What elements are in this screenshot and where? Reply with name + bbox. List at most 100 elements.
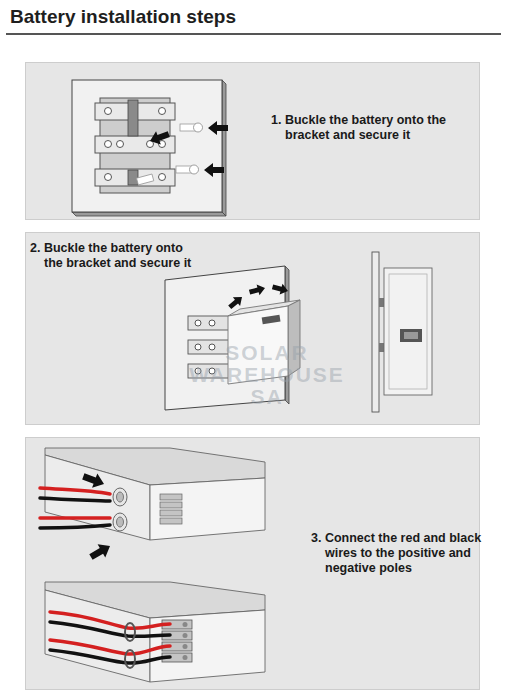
- motion-arrow: [248, 283, 266, 298]
- cable-wire: [50, 640, 170, 654]
- terminal-strip: [160, 494, 182, 500]
- terminal-block: [162, 620, 192, 662]
- side-view: [379, 343, 385, 352]
- terminal-block: [162, 642, 192, 651]
- terminal-strip: [160, 518, 182, 524]
- mounting-bracket: [159, 108, 166, 115]
- mounting-bracket: [105, 174, 112, 181]
- terminal-block: [162, 620, 192, 629]
- mounting-bracket: [128, 100, 138, 136]
- battery-corner: [150, 478, 265, 540]
- cable-grommet: [113, 488, 127, 531]
- mounting-bracket: [195, 344, 201, 350]
- cable-grommet: [113, 488, 127, 506]
- terminal-block: [183, 644, 188, 649]
- direction-arrow: [148, 128, 172, 148]
- mounting-bracket: [128, 170, 138, 185]
- direction-arrow: [87, 539, 114, 563]
- motion-arrow: [226, 293, 245, 312]
- terminal-block: [183, 655, 188, 660]
- battery-corner: [45, 582, 265, 618]
- terminal-strip: [160, 494, 182, 524]
- mounting-bracket: [195, 320, 201, 326]
- battery-box: [262, 315, 281, 325]
- mounting-bracket: [100, 98, 170, 193]
- step-instruction: 1. Buckle the battery onto the bracket a…: [271, 113, 455, 143]
- cable-grommet: [117, 492, 124, 502]
- step-panel: 1. Buckle the battery onto the bracket a…: [25, 62, 480, 220]
- motion-arrow: [226, 281, 289, 311]
- direction-arrow: [148, 121, 228, 177]
- terminal-block: [183, 633, 188, 638]
- page-title: Battery installation steps: [10, 6, 236, 28]
- cable-wire: [40, 525, 110, 528]
- side-view: [404, 332, 418, 339]
- mounting-bracket: [95, 136, 175, 153]
- wall-plate: [72, 80, 222, 212]
- wall-plate: [72, 80, 226, 216]
- mounting-bracket: [188, 316, 230, 330]
- side-view: [400, 329, 422, 342]
- mounting-bracket: [209, 344, 215, 350]
- cable-grommet: [113, 513, 127, 531]
- battery-corner: [45, 448, 265, 485]
- cable-wire: [50, 650, 170, 663]
- side-view: [372, 252, 379, 412]
- direction-arrow: [81, 469, 114, 563]
- mounting-bracket: [159, 174, 166, 181]
- terminal-block: [183, 622, 188, 627]
- cable-wire: [50, 622, 170, 636]
- cable-grommet: [125, 623, 135, 668]
- battery-corner: [45, 455, 150, 540]
- terminal-block: [162, 631, 192, 640]
- cable-wire: [50, 612, 170, 663]
- battery-box: [228, 300, 300, 316]
- cable-wire: [40, 488, 110, 494]
- mounting-bracket: [159, 141, 166, 148]
- motion-arrow: [271, 281, 289, 296]
- mounting-bracket: [117, 141, 124, 148]
- wall-plate: [72, 212, 226, 216]
- side-view: [384, 268, 432, 395]
- cable-wire: [50, 612, 170, 628]
- direction-arrow: [208, 121, 228, 135]
- step-instruction: 2. Buckle the battery onto the bracket a…: [30, 241, 194, 271]
- step-instruction: 3. Connect the red and black wires to th…: [311, 531, 485, 576]
- mounting-bracket: [209, 320, 215, 326]
- cable-wire: [40, 516, 110, 520]
- cable-grommet: [125, 623, 135, 641]
- watermark: SOLAR WAREHOUSE SA: [172, 342, 362, 408]
- step-panel: 3. Connect the red and black wires to th…: [25, 437, 480, 690]
- cable-grommet: [125, 650, 135, 668]
- screw: [136, 123, 202, 185]
- mounting-bracket: [147, 141, 154, 148]
- mounting-bracket: [95, 103, 175, 120]
- screw: [176, 166, 192, 173]
- mounting-bracket: [188, 340, 230, 354]
- terminal-strip: [160, 502, 182, 508]
- direction-arrow: [81, 469, 107, 491]
- battery-corner: [150, 610, 265, 682]
- title-rule: [6, 33, 501, 35]
- mounting-bracket: [105, 108, 112, 115]
- mounting-bracket: [95, 169, 175, 186]
- terminal-block: [162, 653, 192, 662]
- terminal-strip: [160, 510, 182, 516]
- battery-corner: [45, 582, 265, 682]
- side-view: [389, 274, 427, 389]
- wall-plate: [222, 80, 226, 216]
- battery-corner: [45, 448, 265, 540]
- cable-grommet: [117, 517, 124, 527]
- mounting-bracket: [105, 141, 112, 148]
- screw: [180, 124, 196, 131]
- mounting-bracket: [95, 98, 175, 193]
- battery-corner: [45, 590, 150, 682]
- side-view: [379, 298, 385, 307]
- screw: [190, 165, 199, 174]
- side-view: [372, 252, 432, 412]
- screw: [194, 123, 203, 132]
- direction-arrow: [204, 163, 224, 177]
- cable-wire: [40, 498, 110, 501]
- screw: [136, 174, 153, 185]
- cable-wire: [40, 488, 110, 528]
